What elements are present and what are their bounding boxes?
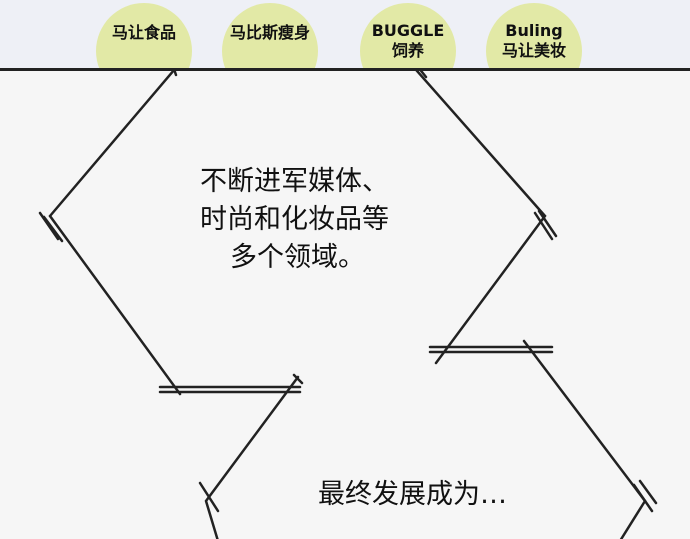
- panel-border: [0, 68, 690, 71]
- hex-upper-left: [48, 71, 182, 396]
- caption-line: 时尚和化妆品等: [200, 204, 389, 235]
- brand-label: 饲养: [391, 41, 424, 60]
- top-strip: 马让食品 马比斯瘦身 BUGGLE 饲养 Buling 马让美妆: [0, 0, 690, 99]
- brand-label: 马让美妆: [501, 41, 566, 60]
- caption-line: 多个领域。: [230, 242, 365, 273]
- brand-label: 马比斯瘦身: [229, 23, 310, 42]
- hexagon-frames: [38, 71, 658, 539]
- caption-top: 不断进军媒体、 时尚和化妆品等 多个领域。: [200, 163, 389, 277]
- hex-lower-right: [522, 339, 647, 539]
- caption-line: 不断进军媒体、: [200, 166, 389, 197]
- brand-label: 马让食品: [111, 23, 176, 42]
- caption-bottom: 最终发展成为…: [318, 479, 507, 510]
- brand-label: Buling: [505, 21, 563, 40]
- comic-panel: 不断进军媒体、 时尚和化妆品等 多个领域。 最终发展成为…: [0, 71, 690, 539]
- hex-lower-left: [204, 375, 300, 539]
- brand-label: BUGGLE: [371, 21, 445, 40]
- hex-upper-right: [415, 71, 547, 365]
